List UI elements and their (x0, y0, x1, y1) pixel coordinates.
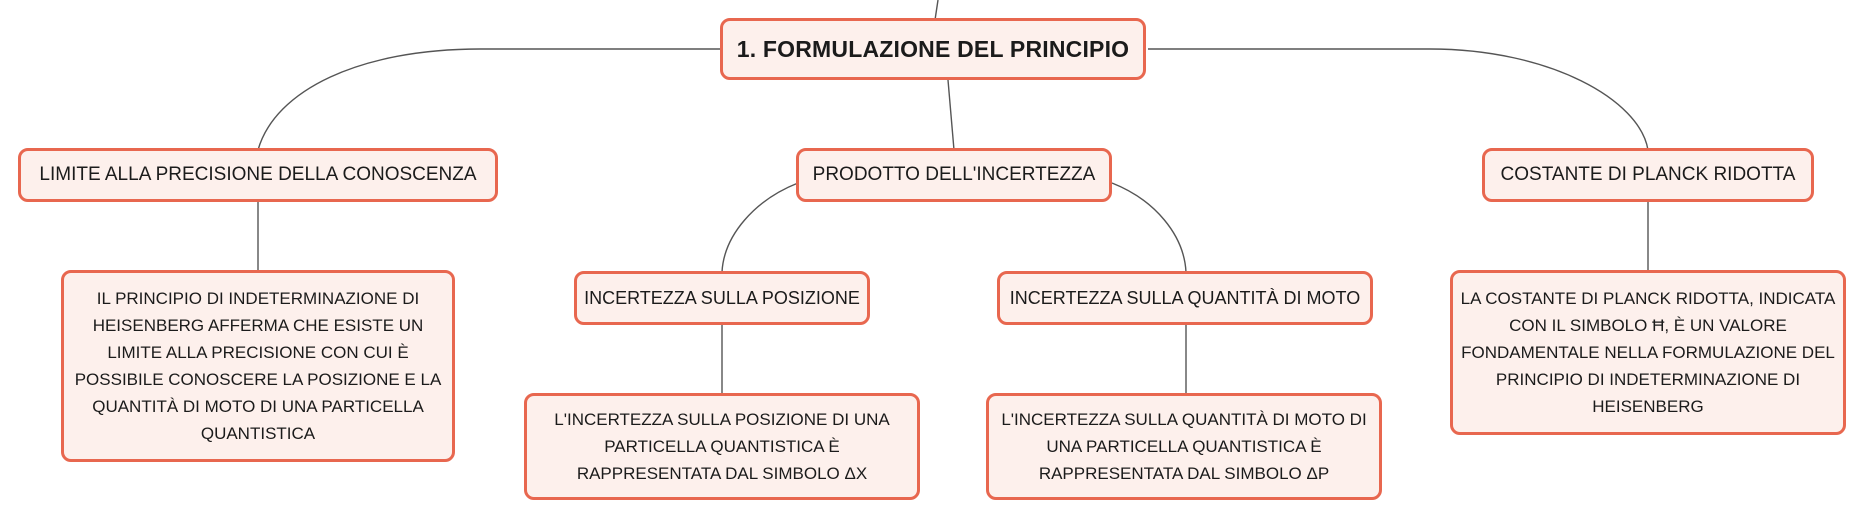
root-node[interactable]: 1. FORMULAZIONE DEL PRINCIPIO (720, 18, 1146, 80)
branch-limite-label: LIMITE ALLA PRECISIONE DELLA CONOSCENZA (39, 164, 477, 185)
branch-costante-label: COSTANTE DI PLANCK RIDOTTA (1500, 164, 1796, 185)
connector-prodotto-quantita (1111, 182, 1187, 273)
branch-costante-node[interactable]: COSTANTE DI PLANCK RIDOTTA (1482, 148, 1814, 202)
quantita-description-node[interactable]: L'INCERTEZZA SULLA QUANTITÀ DI MOTO DI U… (986, 393, 1382, 500)
limite-description-node[interactable]: IL PRINCIPIO DI INDETERMINAZIONE DI HEIS… (61, 270, 455, 462)
incertezza-posizione-node[interactable]: INCERTEZZA SULLA POSIZIONE (574, 271, 870, 325)
branch-limite-node[interactable]: LIMITE ALLA PRECISIONE DELLA CONOSCENZA (18, 148, 498, 202)
quantita-description-text: L'INCERTEZZA SULLA QUANTITÀ DI MOTO DI U… (1001, 410, 1367, 483)
posizione-description-node[interactable]: L'INCERTEZZA SULLA POSIZIONE DI UNA PART… (524, 393, 920, 500)
branch-prodotto-node[interactable]: PRODOTTO DELL'INCERTEZZA (796, 148, 1112, 202)
connector-root-prodotto (947, 79, 955, 151)
connector-root-parent (934, 0, 939, 21)
posizione-description-text: L'INCERTEZZA SULLA POSIZIONE DI UNA PART… (554, 410, 890, 483)
root-label: 1. FORMULAZIONE DEL PRINCIPIO (736, 35, 1130, 62)
branch-prodotto-label: PRODOTTO DELL'INCERTEZZA (812, 164, 1096, 185)
connector-prodotto-posizione (721, 182, 799, 273)
costante-description-text: LA COSTANTE DI PLANCK RIDOTTA, INDICATA … (1460, 289, 1836, 416)
incertezza-quantita-label: INCERTEZZA SULLA QUANTITÀ DI MOTO (1009, 287, 1361, 308)
incertezza-posizione-label: INCERTEZZA SULLA POSIZIONE (584, 287, 860, 308)
costante-description-node[interactable]: LA COSTANTE DI PLANCK RIDOTTA, INDICATA … (1450, 270, 1846, 435)
limite-description-text: IL PRINCIPIO DI INDETERMINAZIONE DI HEIS… (74, 289, 442, 443)
incertezza-quantita-node[interactable]: INCERTEZZA SULLA QUANTITÀ DI MOTO (997, 271, 1373, 325)
connector-root-costante (1148, 48, 1649, 151)
connector-root-limite (257, 48, 720, 151)
